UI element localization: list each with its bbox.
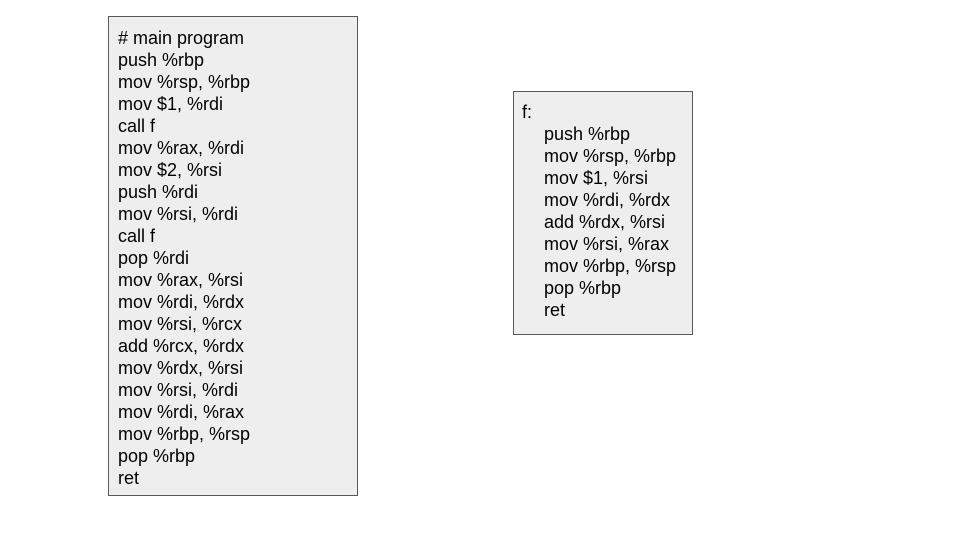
main-program-code-box: # main program push %rbp mov %rsp, %rbp … xyxy=(108,16,358,496)
code-line: mov %rsi, %rcx xyxy=(118,314,243,334)
code-line: mov %rbp, %rsp xyxy=(118,424,251,444)
code-line: mov $1, %rsi xyxy=(544,168,649,188)
code-line: add %rdx, %rsi xyxy=(544,212,666,232)
code-line: pop %rbp xyxy=(544,278,622,298)
code-line: add %rcx, %rdx xyxy=(118,336,245,356)
code-line: mov %rax, %rdi xyxy=(118,138,245,158)
code-line: mov $1, %rdi xyxy=(118,94,224,114)
code-line: pop %rdi xyxy=(118,248,190,268)
code-line: mov %rsi, %rax xyxy=(544,234,670,254)
code-line: # main program xyxy=(118,28,245,48)
function-f-code-box: f: push %rbp mov %rsp, %rbp mov $1, %rsi… xyxy=(513,91,693,335)
code-line: mov $2, %rsi xyxy=(118,160,223,180)
code-line: mov %rax, %rsi xyxy=(118,270,244,290)
code-line: push %rdi xyxy=(118,182,199,202)
code-line: mov %rdi, %rdx xyxy=(544,190,671,210)
code-line: mov %rsi, %rdi xyxy=(118,204,239,224)
code-line: mov %rbp, %rsp xyxy=(544,256,677,276)
code-line: ret xyxy=(544,300,566,320)
code-line: mov %rdi, %rdx xyxy=(118,292,245,312)
function-label: f: xyxy=(522,102,533,122)
code-line: push %rbp xyxy=(544,124,631,144)
code-line: mov %rsi, %rdi xyxy=(118,380,239,400)
code-line: mov %rsp, %rbp xyxy=(118,72,251,92)
code-line: call f xyxy=(118,226,156,246)
code-line: push %rbp xyxy=(118,50,205,70)
code-line: mov %rdi, %rax xyxy=(118,402,245,422)
code-line: call f xyxy=(118,116,156,136)
code-line: ret xyxy=(118,468,140,488)
code-line: mov %rdx, %rsi xyxy=(118,358,244,378)
code-line: mov %rsp, %rbp xyxy=(544,146,677,166)
code-line: pop %rbp xyxy=(118,446,196,466)
